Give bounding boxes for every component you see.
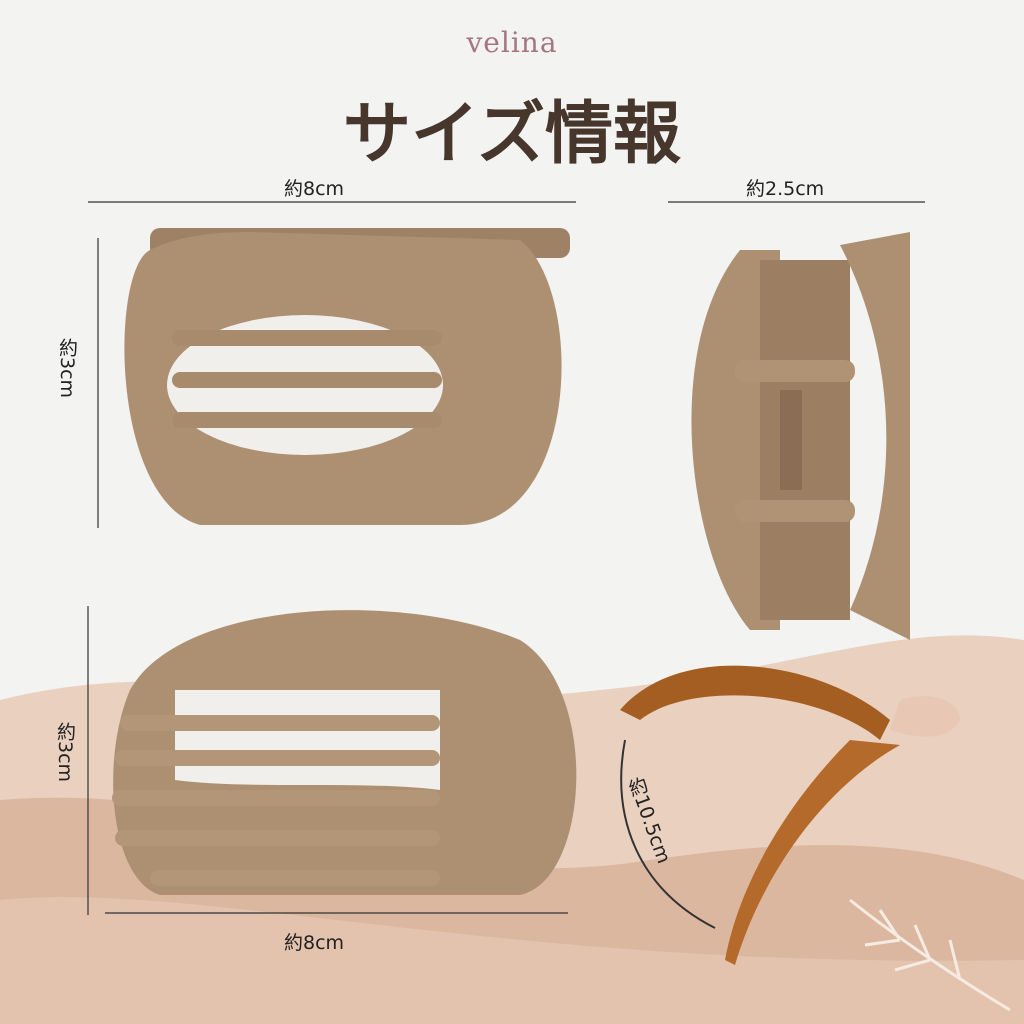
clip-angle-view: [112, 610, 577, 895]
front-height-label: 約3cm: [56, 338, 78, 399]
clip-front-view: [124, 228, 570, 525]
leaf-decoration: [849, 898, 1011, 1012]
clip-tortoise-open: [620, 665, 960, 965]
front-width-label: 約8cm: [284, 178, 345, 200]
angle-height-label: 約3cm: [54, 722, 76, 783]
page-title: サイズ情報: [343, 95, 681, 174]
brand-logo: velina: [466, 26, 558, 59]
dimension-lines: [87, 201, 925, 929]
angle-width-label: 約8cm: [284, 932, 345, 954]
side-depth-label: 約2.5cm: [746, 178, 825, 200]
clip-side-view: [691, 232, 910, 640]
